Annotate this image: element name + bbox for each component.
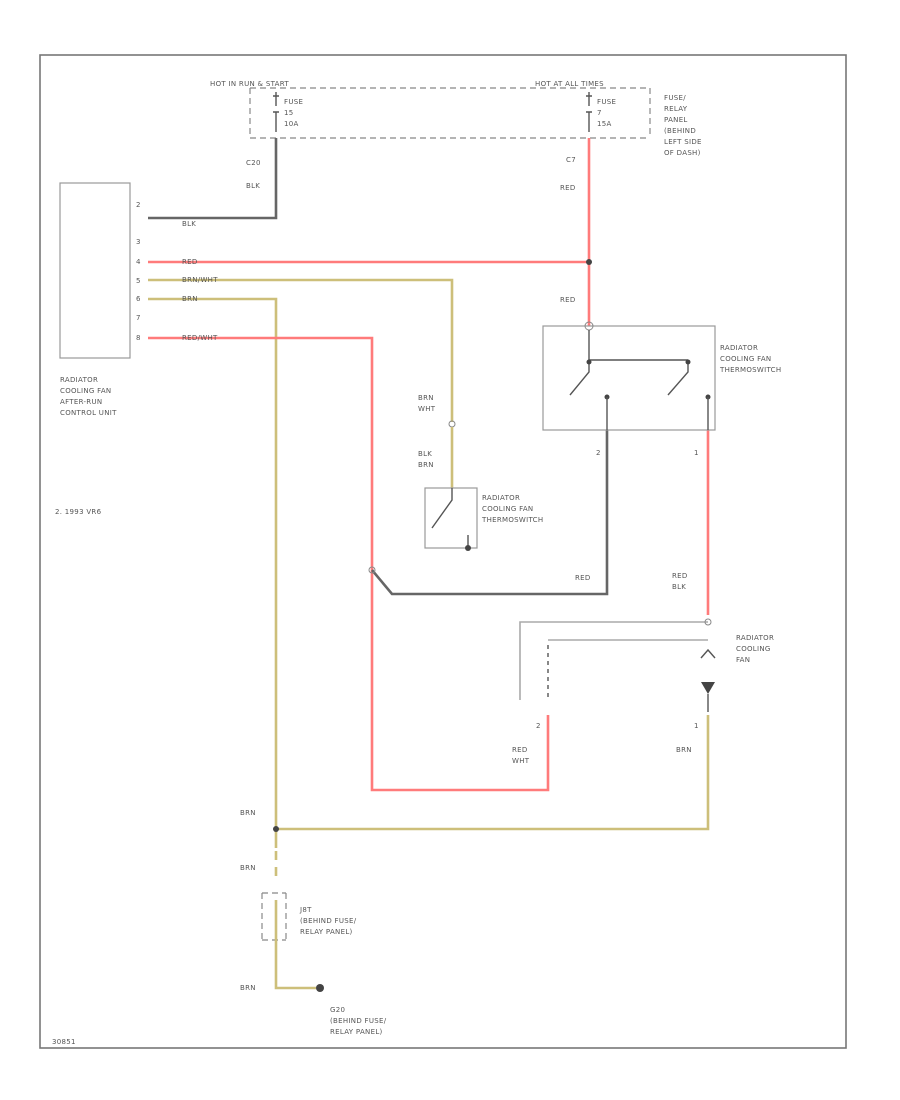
wire-label-red-unit: RED: [182, 258, 198, 266]
wire-label-brn-wht-mid-2: WHT: [418, 405, 436, 413]
wire-label-blk-brn-1: BLK: [418, 450, 432, 458]
wire-label-brn-bottom-1: BRN: [240, 809, 256, 817]
pin-4: 4: [136, 258, 141, 266]
thermo-a-label-2: COOLING FAN: [720, 355, 771, 363]
thermo-b-label-1: RADIATOR: [482, 494, 520, 502]
fuse-7-line-2: 7: [597, 109, 602, 117]
fuse-panel-label-4: (BEHIND: [664, 127, 696, 135]
thermo-switch-a: RADIATOR COOLING FAN THERMOSWITCH: [542, 321, 781, 431]
footer-id: 30851: [52, 1038, 76, 1046]
fuse-7: FUSE 7 15A: [586, 92, 616, 132]
hot-all-times-label: HOT AT ALL TIMES: [535, 80, 604, 88]
wire-label-blk-top: BLK: [246, 182, 260, 190]
wire-label-blk-brn-2: BRN: [418, 461, 434, 469]
fan-label-1: RADIATOR: [736, 634, 774, 642]
fuse-panel-label-6: OF DASH): [664, 149, 701, 157]
wire-red-wht: RED/WHT RED WHT: [148, 334, 550, 792]
thermo-a-label-3: THERMOSWITCH: [719, 366, 781, 374]
fan-pin-1: 1: [694, 722, 699, 730]
wire-label-red-mid: RED: [575, 574, 591, 582]
hot-run-start-label: HOT IN RUN & START: [210, 80, 289, 88]
control-unit-label-3: AFTER-RUN: [60, 398, 102, 406]
wire-label-red-top: RED: [560, 184, 576, 192]
wire-label-c20: C20: [246, 159, 261, 167]
model-note: 2. 1993 VR6: [55, 508, 102, 516]
fuse-panel-label-5: LEFT SIDE: [664, 138, 702, 146]
ground-g20: BRN G20 (BEHIND FUSE/ RELAY PANEL): [240, 984, 387, 1036]
fuse-panel-label-2: RELAY: [664, 105, 688, 113]
thermo-a-pin-2: 2: [596, 449, 601, 457]
wire-label-red-wht-fan-2: WHT: [512, 757, 530, 765]
fuse-15-line-2: 15: [284, 109, 294, 117]
fuse-7-line-3: 15A: [597, 120, 612, 128]
pin-7: 7: [136, 314, 141, 322]
wire-brn-wht: BRN/WHT BRN WHT BLK BRN: [148, 276, 456, 488]
thermo-b-label-2: COOLING FAN: [482, 505, 533, 513]
pin-6: 6: [136, 295, 141, 303]
fuse-7-line-1: FUSE: [597, 98, 616, 106]
wire-red-fuse-7: C7 RED RED RED: [148, 138, 592, 326]
fuse-panel-label-3: PANEL: [664, 116, 688, 124]
ground-j-line-3: RELAY PANEL): [300, 928, 353, 936]
control-unit-label-4: CONTROL UNIT: [60, 409, 117, 417]
fuse-15: FUSE 15 10A: [273, 92, 303, 132]
wire-label-red-wht-fan-1: RED: [512, 746, 528, 754]
fuse-15-line-1: FUSE: [284, 98, 303, 106]
control-unit-label-2: COOLING FAN: [60, 387, 111, 395]
thermo-b-label-3: THERMOSWITCH: [481, 516, 543, 524]
fuse-15-line-3: 10A: [284, 120, 299, 128]
wire-label-brn-unit: BRN: [182, 295, 198, 303]
fuse-relay-panel: HOT IN RUN & START HOT AT ALL TIMES FUSE…: [210, 80, 702, 157]
pin-8: 8: [136, 334, 141, 342]
diagram-frame: [39, 54, 847, 1049]
radiator-cooling-fan: 2 1 RADIATOR COOLING FAN: [519, 618, 774, 730]
fan-pin-2: 2: [536, 722, 541, 730]
wire-label-blk-unit: BLK: [182, 220, 196, 228]
thermo-a-pin-1: 1: [694, 449, 699, 457]
wire-label-brn-wht-mid-1: BRN: [418, 394, 434, 402]
wire-label-red-blk-1: RED: [672, 572, 688, 580]
wire-label-c7: C7: [566, 156, 576, 164]
wire-label-brn-bottom-2: BRN: [240, 864, 256, 872]
fan-label-3: FAN: [736, 656, 750, 664]
ground-g-line-1: G20: [330, 1006, 345, 1014]
ground-j-line-1: J8T: [299, 906, 312, 914]
wire-label-brn-fan: BRN: [676, 746, 692, 754]
wire-label-red-thermo: RED: [560, 296, 576, 304]
thermo-switch-b: RADIATOR COOLING FAN THERMOSWITCH: [424, 487, 543, 551]
ground-g-line-3: RELAY PANEL): [330, 1028, 383, 1036]
wire-label-red-wht-unit: RED/WHT: [182, 334, 218, 342]
wire-label-brn-bottom-3: BRN: [240, 984, 256, 992]
fuse-panel-label: FUSE/ RELAY PANEL (BEHIND LEFT SIDE OF D…: [664, 94, 702, 157]
wire-blk-fuse-15: C20 BLK BLK: [148, 138, 278, 228]
thermo-a-label-1: RADIATOR: [720, 344, 758, 352]
ground-j-line-2: (BEHIND FUSE/: [300, 917, 357, 925]
wire-label-red-blk-2: BLK: [672, 583, 686, 591]
pin-2: 2: [136, 201, 141, 209]
fan-label-2: COOLING: [736, 645, 771, 653]
after-run-control-unit: 2 3 4 5 6 7 8 RADIATOR COOLING FAN AFTER…: [59, 182, 141, 417]
ground-j8t: BRN J8T (BEHIND FUSE/ RELAY PANEL): [240, 864, 357, 990]
wire-brn-main: BRN BRN BRN: [148, 295, 710, 876]
wire-label-brn-wht-unit: BRN/WHT: [182, 276, 218, 284]
wire-red-mid: RED 2: [368, 430, 609, 596]
control-unit-pins: 2 3 4 5 6 7 8: [136, 201, 141, 342]
control-unit-label-1: RADIATOR: [60, 376, 98, 384]
pin-5: 5: [136, 277, 141, 285]
pin-3: 3: [136, 238, 141, 246]
fuse-panel-label-1: FUSE/: [664, 94, 686, 102]
ground-g-line-2: (BEHIND FUSE/: [330, 1017, 387, 1025]
wire-red-blk: 1 RED BLK: [672, 430, 710, 615]
